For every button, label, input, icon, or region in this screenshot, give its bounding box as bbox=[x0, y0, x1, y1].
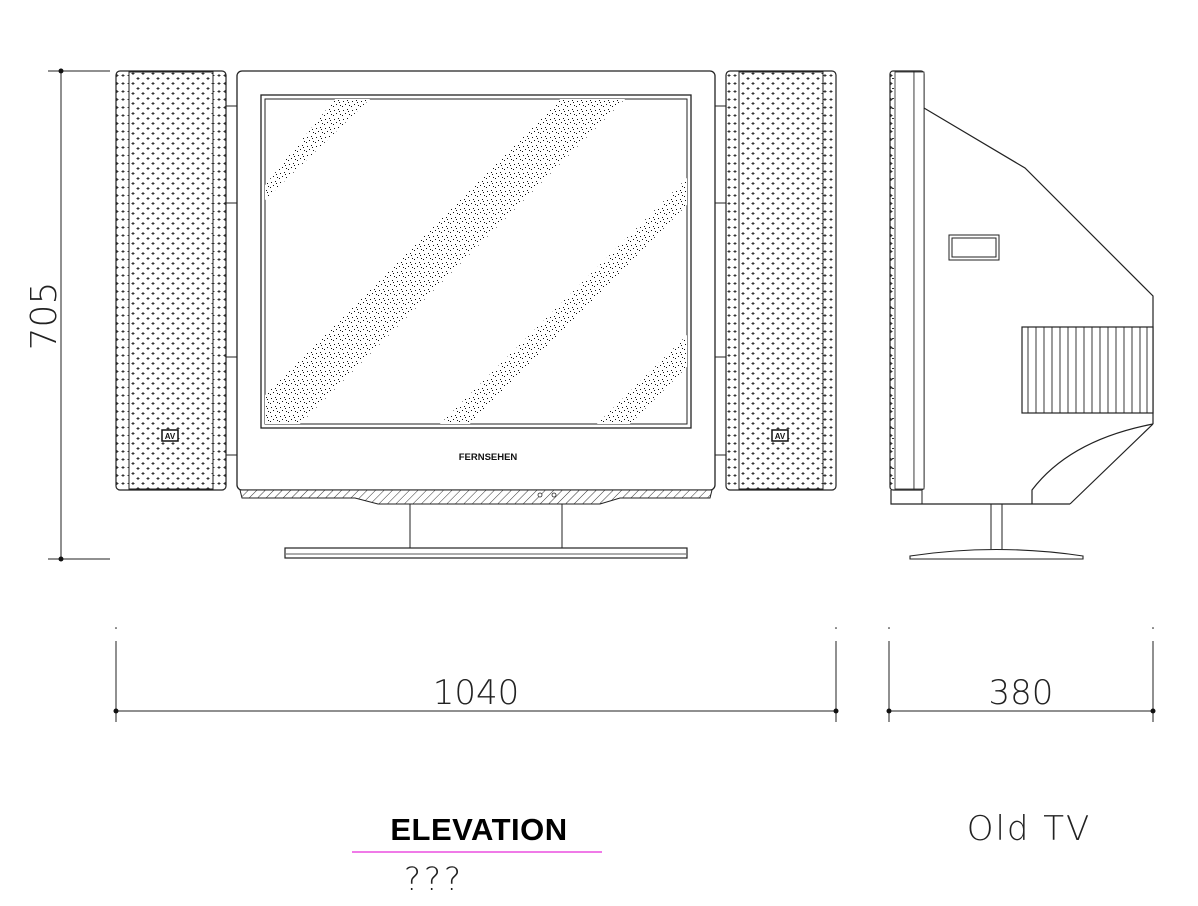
brand-label: FERNSEHEN bbox=[459, 452, 518, 463]
right-speaker-brackets bbox=[715, 105, 726, 456]
front-width-label: 1040 bbox=[433, 673, 520, 713]
tv-bottom-bar bbox=[239, 489, 713, 505]
screen-reflection bbox=[265, 99, 687, 424]
side-vent-slats bbox=[1027, 327, 1148, 413]
height-dimension-label: 705 bbox=[24, 282, 65, 351]
side-depth-dimension bbox=[886, 627, 1156, 722]
front-width-dimension bbox=[113, 627, 839, 722]
height-dimension: 705 bbox=[24, 68, 110, 562]
av-badge-right: AV bbox=[771, 429, 789, 442]
elevation-title: ELEVATION bbox=[390, 812, 567, 847]
left-speaker: AV bbox=[115, 70, 227, 491]
right-speaker: AV bbox=[725, 70, 837, 491]
svg-text:AV: AV bbox=[775, 432, 786, 441]
tv-stand bbox=[284, 504, 688, 559]
svg-text:AV: AV bbox=[165, 432, 176, 441]
elevation-subtitle: ??? bbox=[404, 860, 464, 898]
side-view-title: Old TV bbox=[967, 809, 1092, 849]
side-depth-label: 380 bbox=[989, 673, 1054, 713]
tv-side-view bbox=[889, 70, 1154, 560]
left-speaker-brackets bbox=[226, 105, 237, 456]
av-badge-left: AV bbox=[161, 429, 179, 442]
tv-front: FERNSEHEN bbox=[236, 70, 716, 491]
